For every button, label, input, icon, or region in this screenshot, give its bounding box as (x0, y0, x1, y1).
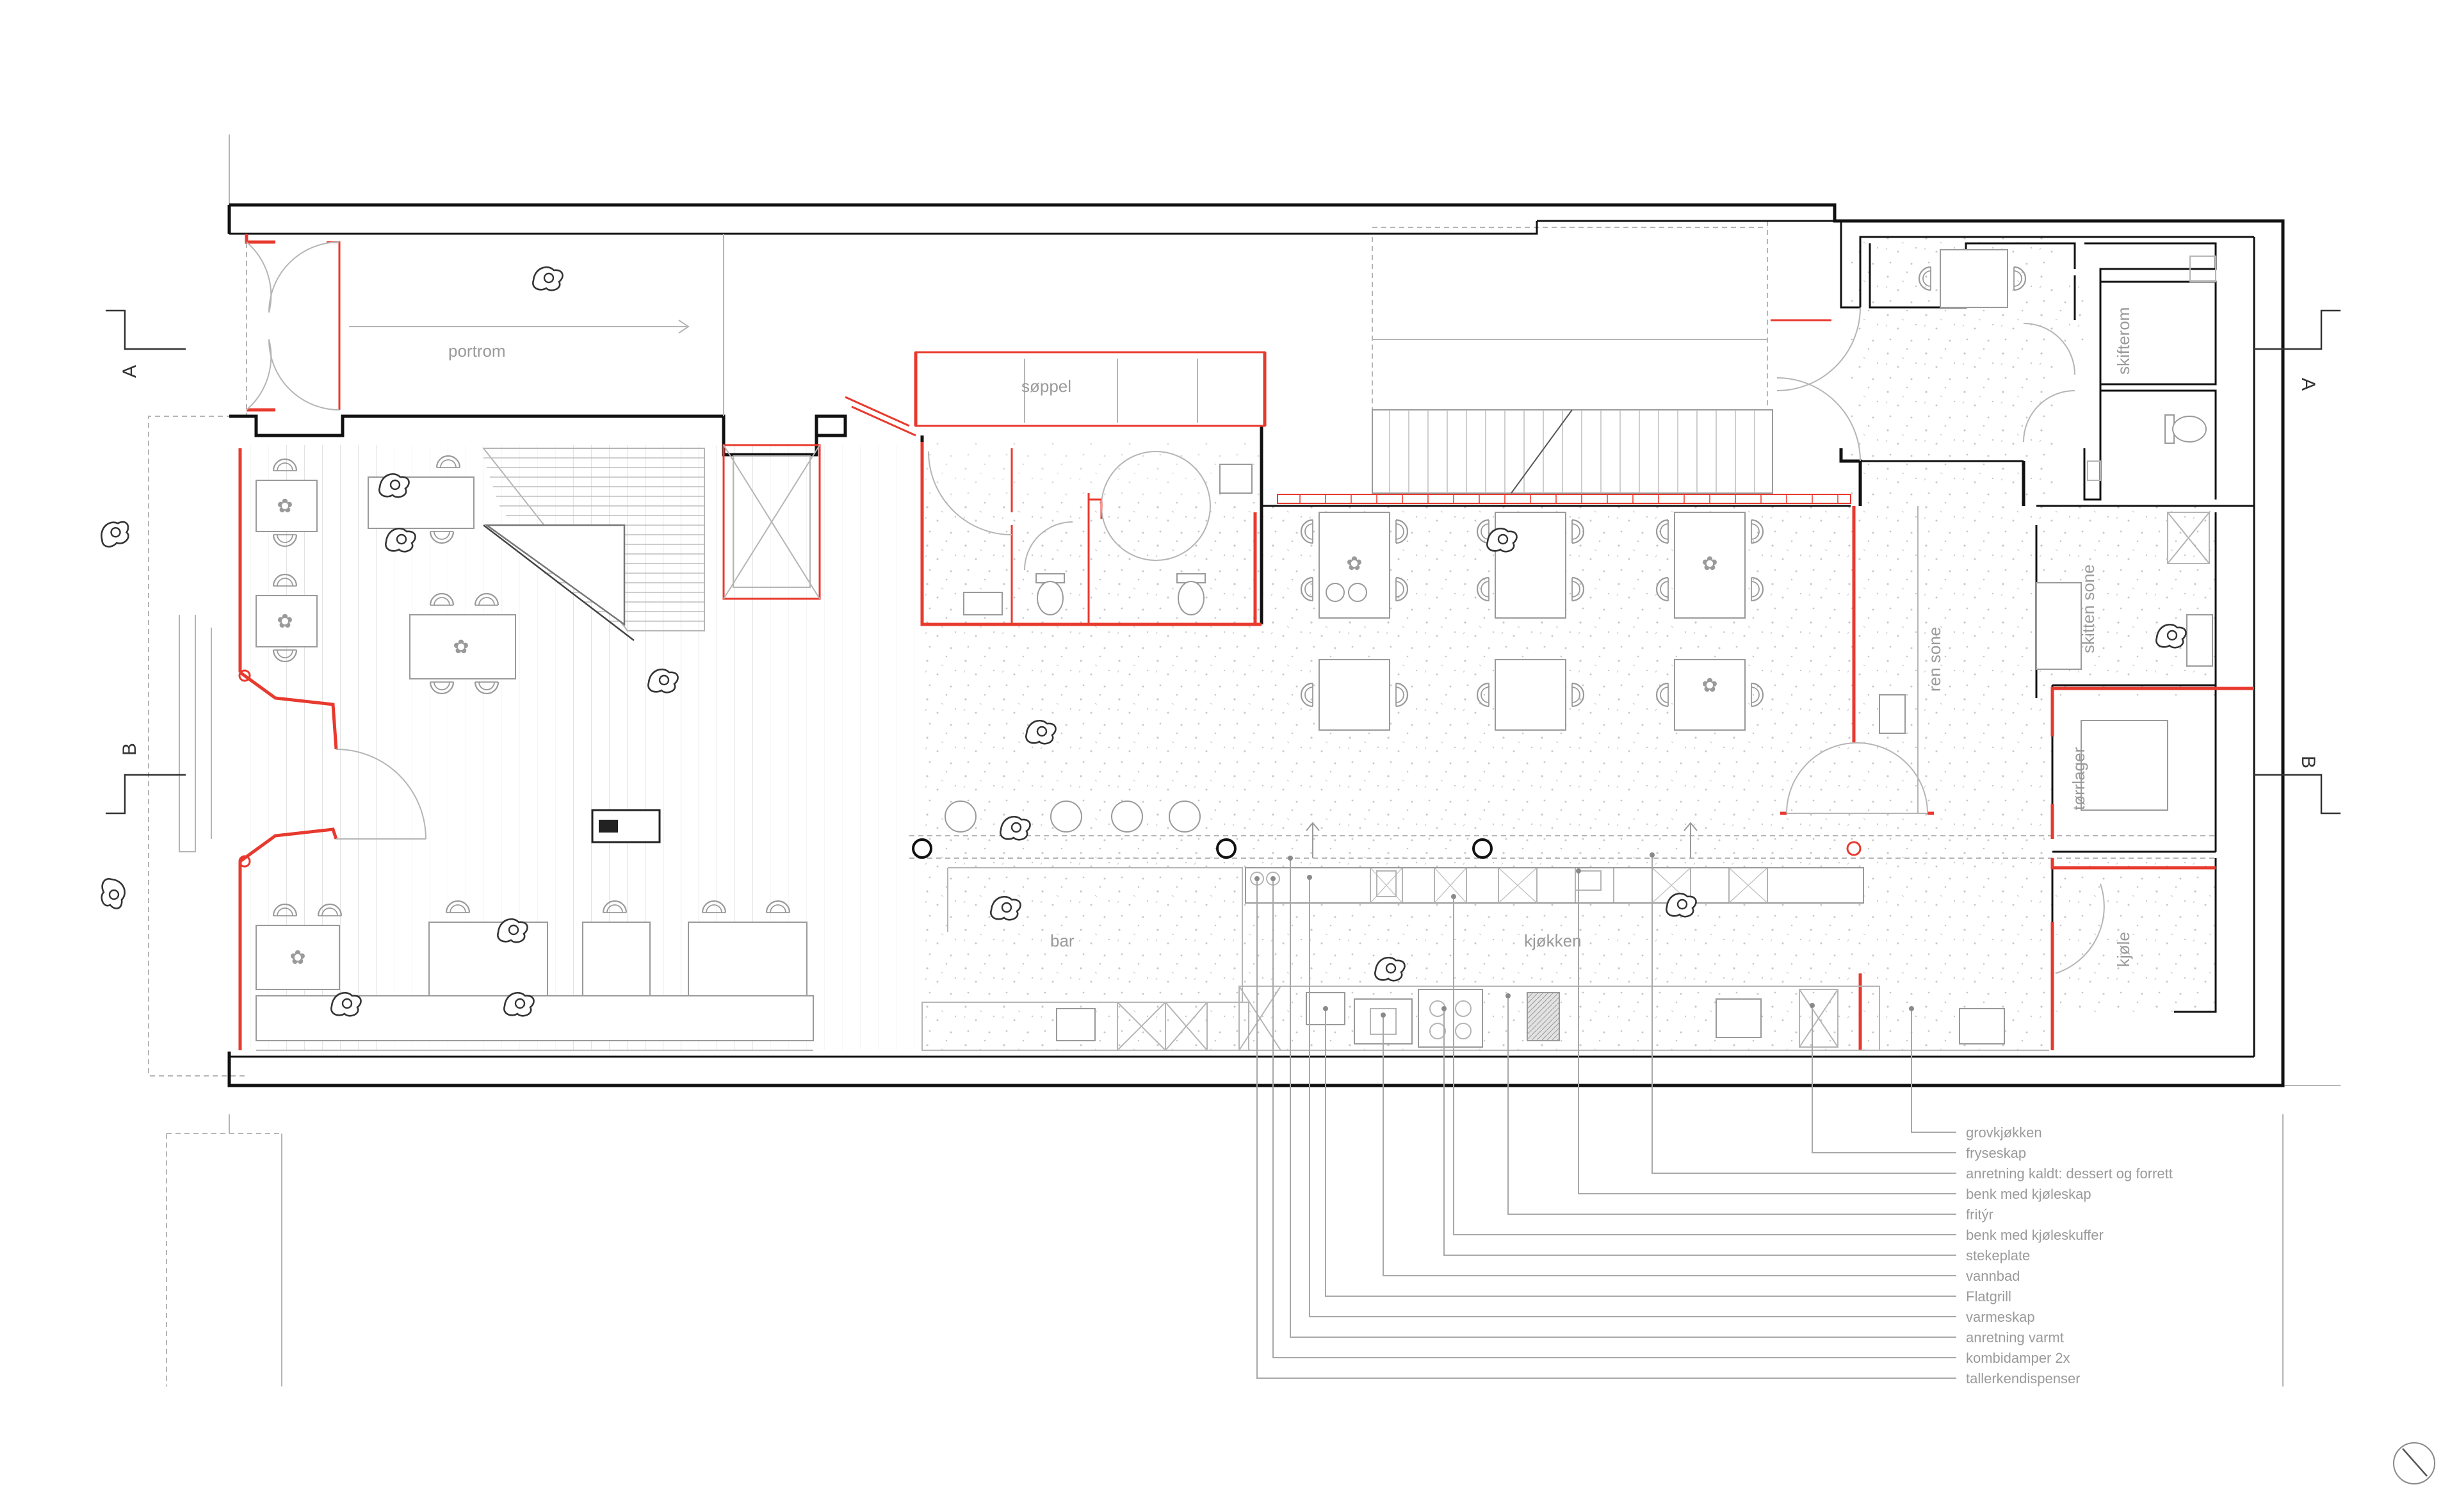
portrom-area (246, 234, 724, 416)
north-arrow-icon (2393, 1442, 2435, 1484)
person-icon (1025, 719, 1057, 745)
svg-text:✿: ✿ (277, 496, 293, 517)
legend-item: grovkjøkken (1966, 1125, 2042, 1141)
person-icon (503, 991, 535, 1017)
room-labels: portrom søppel ren sone skitten sone ski… (448, 307, 2133, 967)
bar-kitchen-area (921, 867, 2105, 1051)
person-icon (1374, 956, 1406, 982)
room-label-kjokken: kjøkken (1524, 931, 1582, 950)
toilet-icon (1176, 573, 1206, 615)
outside-people (96, 516, 134, 909)
svg-text:✿: ✿ (1701, 553, 1717, 574)
person-icon (378, 473, 410, 498)
legend-item: stekeplate (1966, 1248, 2030, 1264)
person-icon (101, 877, 126, 909)
toilet-icon (1035, 573, 1065, 615)
svg-text:✿: ✿ (277, 611, 293, 632)
room-label-bar: bar (1050, 931, 1075, 950)
equipment-legend: grovkjøkken fryseskap anretning kaldt: d… (1966, 1125, 2173, 1386)
room-label-soppel: søppel (1021, 377, 1071, 396)
section-label-a-left: A (119, 365, 140, 378)
person-icon (1486, 527, 1518, 553)
room-label-tortlager: tørrlager (2069, 747, 2088, 810)
person-icon (1665, 892, 1697, 918)
section-label-a-right: A (2298, 378, 2319, 391)
section-markers: A A B B (106, 309, 2341, 815)
person-icon (384, 527, 416, 553)
room-label-ren-sone: ren sone (1925, 627, 1944, 692)
svg-text:✿: ✿ (289, 947, 305, 968)
legend-item: vannbad (1966, 1268, 2020, 1284)
person-icon (999, 815, 1031, 841)
legend-item: benk med kjøleskap (1966, 1186, 2091, 1202)
person-icon (647, 668, 679, 694)
room-label-kjole: kjøle (2114, 932, 2133, 967)
service-rooms (1776, 249, 2216, 811)
legend-item: anretning varmt (1966, 1329, 2064, 1345)
room-label-skifterom: skifterom (2114, 307, 2133, 375)
column-icon (912, 838, 932, 859)
wc-area (928, 359, 1253, 615)
stairs (482, 409, 1773, 641)
person-icon (330, 991, 362, 1017)
legend-item: kombidamper 2x (1966, 1350, 2070, 1366)
legend-item: tallerkendispenser (1966, 1370, 2081, 1386)
svg-text:✿: ✿ (453, 637, 469, 658)
legend-item: fryseskap (1966, 1145, 2026, 1161)
toilet-icon (2164, 414, 2207, 444)
person-icon (989, 895, 1021, 921)
legend-item: anretning kaldt: dessert og forrett (1966, 1166, 2173, 1182)
person-icon (496, 918, 528, 943)
legend-item: Flatgrill (1966, 1288, 2011, 1305)
exterior-walls (227, 203, 2285, 1087)
context-lines (148, 134, 2341, 1386)
floor-finishes (247, 237, 2216, 1050)
person-icon (2155, 623, 2187, 649)
section-label-b-left: B (119, 743, 140, 756)
main-dining-area: ✿ ✿ ✿ (912, 506, 1928, 859)
svg-text:✿: ✿ (1701, 675, 1717, 696)
column-icon (1216, 838, 1237, 859)
svg-text:✿: ✿ (1346, 553, 1362, 574)
person-icon (532, 266, 564, 291)
room-label-portrom: portrom (448, 341, 506, 361)
column-icon (1472, 838, 1493, 859)
legend-item: fritýr (1966, 1207, 1993, 1223)
section-label-b-right: B (2298, 756, 2319, 768)
legend-leaders (1254, 852, 1956, 1379)
person-icon (96, 516, 134, 551)
legend-item: benk med kjøleskuffer (1966, 1227, 2104, 1243)
new-walls (238, 234, 2254, 1050)
left-dining-area: ✿ ✿ ✿ ✿ (179, 455, 814, 1051)
room-label-skitten-sone: skitten sone (2079, 564, 2098, 653)
legend-item: varmeskap (1966, 1309, 2035, 1325)
